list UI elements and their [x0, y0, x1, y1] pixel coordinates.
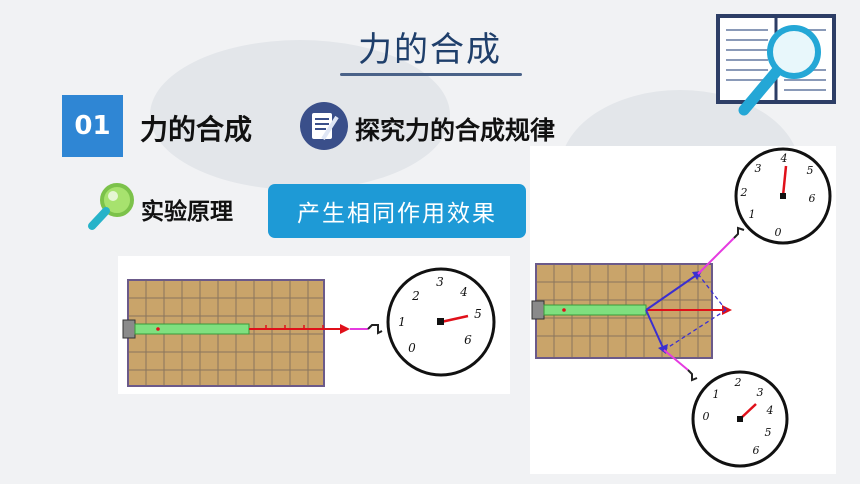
dial-tick-2: 2	[740, 186, 748, 199]
dial-tick-4: 4	[780, 152, 788, 165]
knot-point	[156, 327, 160, 331]
dial-tick-4: 4	[459, 285, 468, 299]
dial-tick-1: 1	[713, 388, 720, 401]
dial-tick-2: 2	[734, 376, 742, 389]
dial-tick-0: 0	[775, 226, 782, 239]
page-title-wrap: 力的合成	[0, 22, 860, 71]
notepad-icon	[300, 102, 348, 150]
string-lower	[663, 349, 689, 371]
dial-needle	[440, 314, 469, 324]
two-forces-figure: 0 1 2 3 4 5 6 0 1 2 3 4 5 6	[530, 146, 836, 474]
force-arrow-lower	[645, 309, 665, 351]
rubber-band	[134, 323, 250, 335]
page-title: 力的合成	[358, 30, 502, 70]
dial-tick-5: 5	[765, 426, 772, 439]
dial-tick-0: 0	[408, 341, 416, 355]
fixed-peg	[531, 300, 545, 320]
rubber-band	[543, 304, 647, 316]
dial-tick-3: 3	[755, 162, 762, 175]
knot-point	[562, 308, 566, 312]
single-force-figure: 0 1 2 3 4 5 6	[118, 256, 510, 394]
dial-tick-4: 4	[766, 404, 774, 417]
title-underline	[340, 73, 522, 76]
dial-center	[437, 318, 444, 325]
principle-label: 实验原理	[141, 199, 233, 225]
fixed-peg	[122, 319, 136, 339]
dial-needle	[781, 165, 788, 197]
dial-center	[780, 193, 786, 199]
hook-upper	[733, 226, 745, 239]
parallelogram-dashes	[663, 273, 727, 351]
dial-tick-6: 6	[464, 333, 472, 347]
background-shape	[150, 40, 450, 190]
section-number: 01	[62, 95, 123, 157]
hook	[367, 324, 383, 335]
dial-tick-3: 3	[436, 275, 444, 289]
dial-tick-1: 1	[749, 208, 756, 221]
magnifier-icon	[88, 183, 134, 230]
force-arrow-upper	[645, 273, 699, 311]
dial-tick-3: 3	[757, 386, 764, 399]
dial-tick-2: 2	[411, 289, 420, 303]
arrowhead	[722, 305, 732, 315]
subtitle: 探究力的合成规律	[355, 116, 556, 145]
book-search-icon	[716, 14, 836, 116]
dial-center	[737, 416, 743, 422]
dial-tick-1: 1	[398, 315, 406, 329]
arrowhead	[340, 324, 350, 334]
hook-lower	[687, 369, 698, 382]
force-ticks	[265, 325, 324, 329]
dial-tick-5: 5	[807, 164, 814, 177]
dial-tick-0: 0	[703, 410, 710, 423]
string-upper	[697, 237, 735, 275]
dial-tick-6: 6	[809, 192, 816, 205]
effect-box: 产生相同作用效果	[268, 184, 526, 238]
dial-tick-5: 5	[474, 307, 482, 321]
section-title: 力的合成	[140, 113, 253, 146]
dial-tick-6: 6	[753, 444, 760, 457]
